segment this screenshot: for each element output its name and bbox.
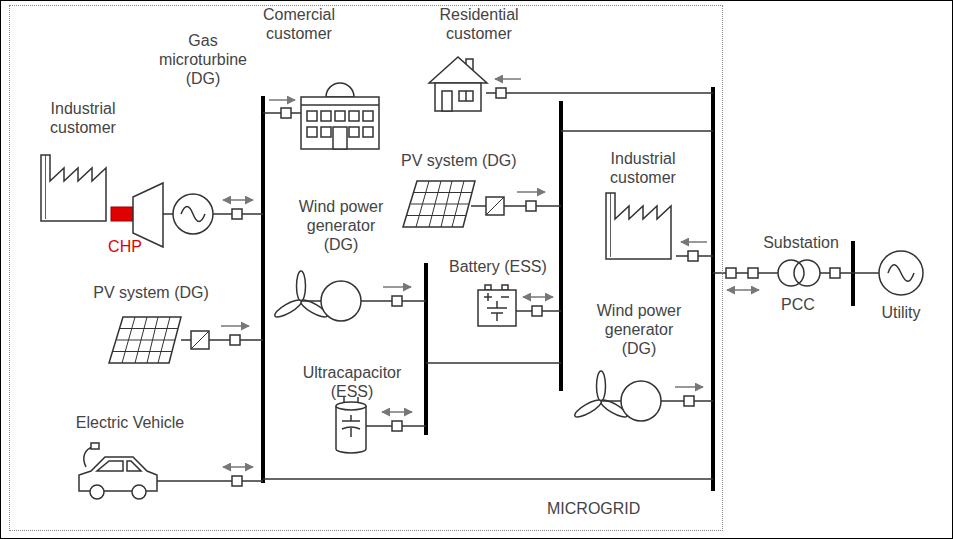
pv-panel xyxy=(109,317,209,363)
component-label: Battery (ESS) xyxy=(449,257,557,276)
breaker xyxy=(230,88,840,486)
component-label: Industrial customer xyxy=(37,99,129,137)
utility-source xyxy=(879,251,923,295)
battery xyxy=(478,285,516,326)
residential-house xyxy=(429,57,487,111)
gas-microturbine xyxy=(133,183,163,247)
chp-unit xyxy=(111,207,133,221)
component-label: PV system (DG) xyxy=(81,283,221,302)
component-label: PV system (DG) xyxy=(401,151,541,170)
component-label: Ultracapacitor (ESS) xyxy=(293,363,411,401)
pv-panel xyxy=(403,181,504,227)
component-label: Industrial customer xyxy=(595,149,691,187)
region-label: MICROGRID xyxy=(547,500,640,518)
ultracapacitor xyxy=(336,397,366,453)
component-label: Wind power generator (DG) xyxy=(289,197,393,255)
feeder-line xyxy=(161,93,879,481)
wind-turbine xyxy=(573,371,661,421)
component-label: Electric Vehicle xyxy=(55,413,205,432)
component-label: Substation xyxy=(753,233,849,252)
transformer xyxy=(778,260,820,286)
wind-turbine xyxy=(273,271,361,321)
industrial-customer-icon xyxy=(606,193,671,259)
generator-symbol xyxy=(163,194,213,234)
component-label: Utility xyxy=(869,303,933,322)
power-flow-arrow xyxy=(221,79,759,467)
commercial-building xyxy=(301,83,379,149)
microgrid-boundary: MICROGRID xyxy=(9,5,723,531)
industrial-customer-icon xyxy=(41,155,106,221)
component-label: Residential customer xyxy=(429,5,529,43)
bus-bar xyxy=(263,87,853,491)
electric-vehicle xyxy=(79,443,161,499)
component-label: PCC xyxy=(773,295,823,314)
component-label: Gas microturbine (DG) xyxy=(147,31,259,89)
component-label: Comercial customer xyxy=(249,5,349,43)
component-label: Wind power generator (DG) xyxy=(587,301,691,359)
component-label: CHP xyxy=(105,237,145,256)
